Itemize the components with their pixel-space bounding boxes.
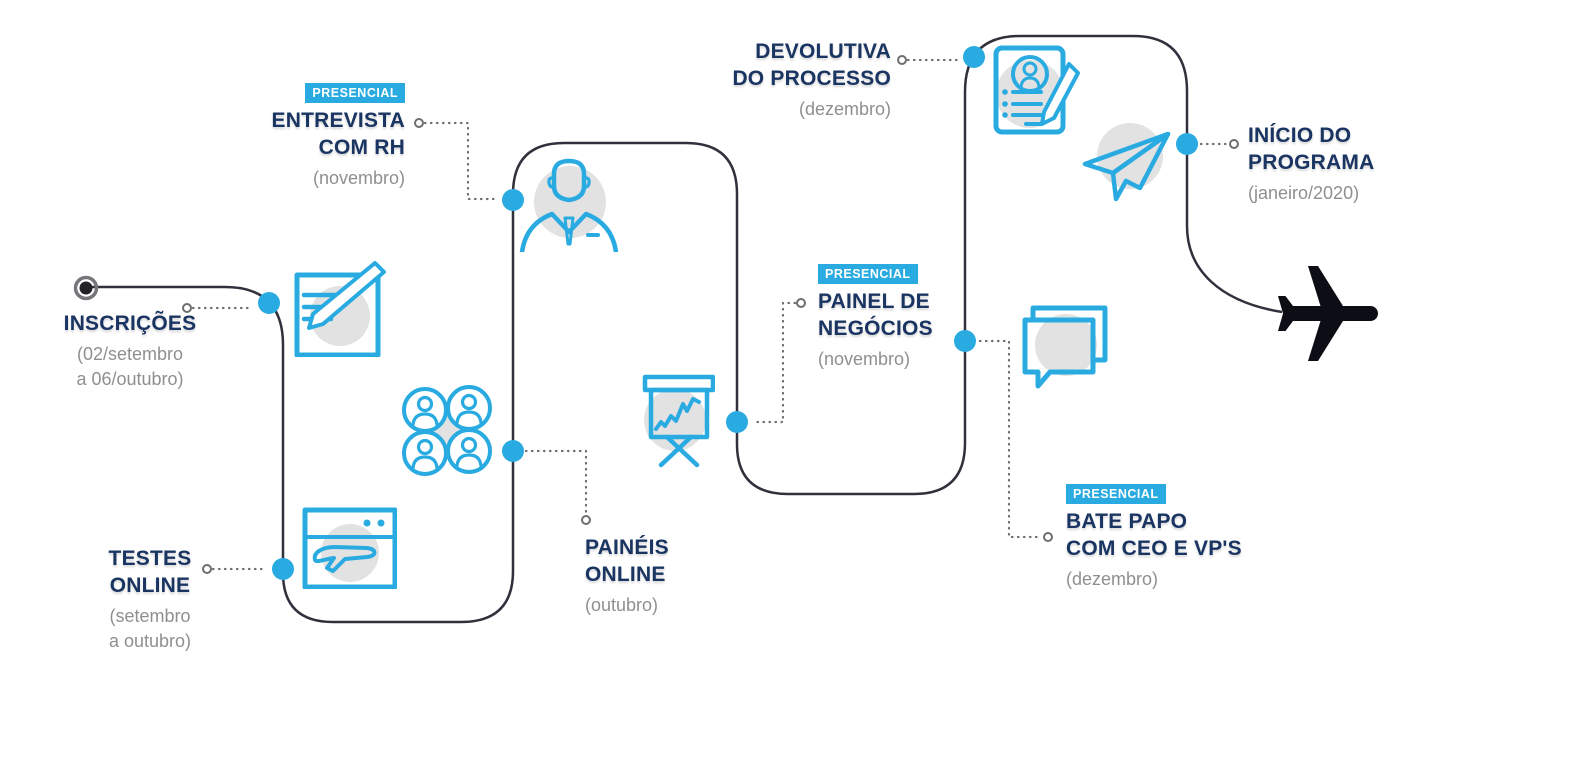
connector-end-dot xyxy=(897,55,907,65)
presencial-badge: PRESENCIAL xyxy=(818,264,918,284)
milestone-date: (novembro) xyxy=(818,349,911,369)
node-inicio xyxy=(1176,133,1198,155)
milestone-title: TESTES ONLINE xyxy=(108,547,192,597)
node-bate-papo xyxy=(954,330,976,352)
milestone-label-devolutiva: DEVOLUTIVA DO PROCESSO (dezembro) xyxy=(680,38,891,122)
milestone-label-testes-online: TESTES ONLINE (setembro a outubro) xyxy=(94,545,206,654)
milestone-title: INÍCIO DO PROGRAMA xyxy=(1248,124,1375,174)
milestone-title: ENTREVISTA COM RH xyxy=(271,109,405,159)
badge-row: PRESENCIAL xyxy=(818,264,978,288)
node-painel-negocios xyxy=(726,411,748,433)
milestone-date: (outubro) xyxy=(585,595,659,615)
connector-bate-papo xyxy=(978,339,1044,539)
journey-path xyxy=(90,34,1283,624)
badge-row: PRESENCIAL xyxy=(1066,484,1276,508)
connector-end-dot xyxy=(1229,139,1239,149)
connector-end-dot xyxy=(202,564,212,574)
milestone-label-inicio-do-programa: INÍCIO DO PROGRAMA (janeiro/2020) xyxy=(1248,122,1418,206)
badge-row: PRESENCIAL xyxy=(244,83,405,107)
milestone-title: DEVOLUTIVA DO PROCESSO xyxy=(732,40,891,90)
milestone-date: (02/setembro a 06/outubro) xyxy=(76,344,184,389)
milestone-title: BATE PAPO COM CEO E VP'S xyxy=(1066,510,1242,560)
milestone-label-inscricoes: INSCRIÇÕES (02/setembro a 06/outubro) xyxy=(30,310,230,392)
browser-plane-icon xyxy=(302,507,397,589)
interview-person-icon xyxy=(519,158,619,252)
pencil-form-icon xyxy=(294,261,386,357)
milestone-title: PAINÉIS ONLINE xyxy=(585,536,669,586)
paper-plane-icon xyxy=(1082,123,1171,202)
milestone-title: PAINEL DE NEGÓCIOS xyxy=(818,290,933,340)
milestone-label-paineis-online: PAINÉIS ONLINE (outubro) xyxy=(585,534,715,618)
connector-entrevista xyxy=(423,121,500,201)
chat-bubbles-icon xyxy=(1022,305,1108,389)
connector-end-dot xyxy=(182,303,192,313)
airplane-icon xyxy=(1278,266,1378,361)
node-entrevista xyxy=(502,189,524,211)
start-point xyxy=(73,275,99,301)
presencial-badge: PRESENCIAL xyxy=(305,83,405,103)
presencial-badge: PRESENCIAL xyxy=(1066,484,1166,504)
milestone-label-entrevista-com-rh: PRESENCIAL ENTREVISTA COM RH (novembro) xyxy=(244,83,405,191)
node-paineis-online xyxy=(502,440,524,462)
node-devolutiva xyxy=(963,46,985,68)
milestone-date: (janeiro/2020) xyxy=(1248,183,1360,203)
document-pencil-icon xyxy=(993,45,1080,135)
milestone-label-bate-papo: PRESENCIAL BATE PAPO COM CEO E VP'S (dez… xyxy=(1066,484,1276,592)
milestone-date: (novembro) xyxy=(312,168,405,188)
node-testes-online xyxy=(272,558,294,580)
milestone-date: (dezembro) xyxy=(1066,569,1159,589)
milestone-date: (dezembro) xyxy=(798,99,891,119)
connector-end-dot xyxy=(581,515,591,525)
milestone-label-painel-de-negocios: PRESENCIAL PAINEL DE NEGÓCIOS (novembro) xyxy=(818,264,978,372)
connector-end-dot xyxy=(796,298,806,308)
node-inscricoes xyxy=(258,292,280,314)
connector-painel-negocios xyxy=(750,301,797,424)
connector-end-dot xyxy=(1043,532,1053,542)
milestone-title: INSCRIÇÕES xyxy=(63,312,197,335)
milestone-date: (setembro a outubro) xyxy=(108,606,192,651)
connector-paineis-online xyxy=(524,449,588,516)
flipchart-icon xyxy=(642,374,715,468)
people-group-icon xyxy=(402,385,492,476)
connector-end-dot xyxy=(414,118,424,128)
